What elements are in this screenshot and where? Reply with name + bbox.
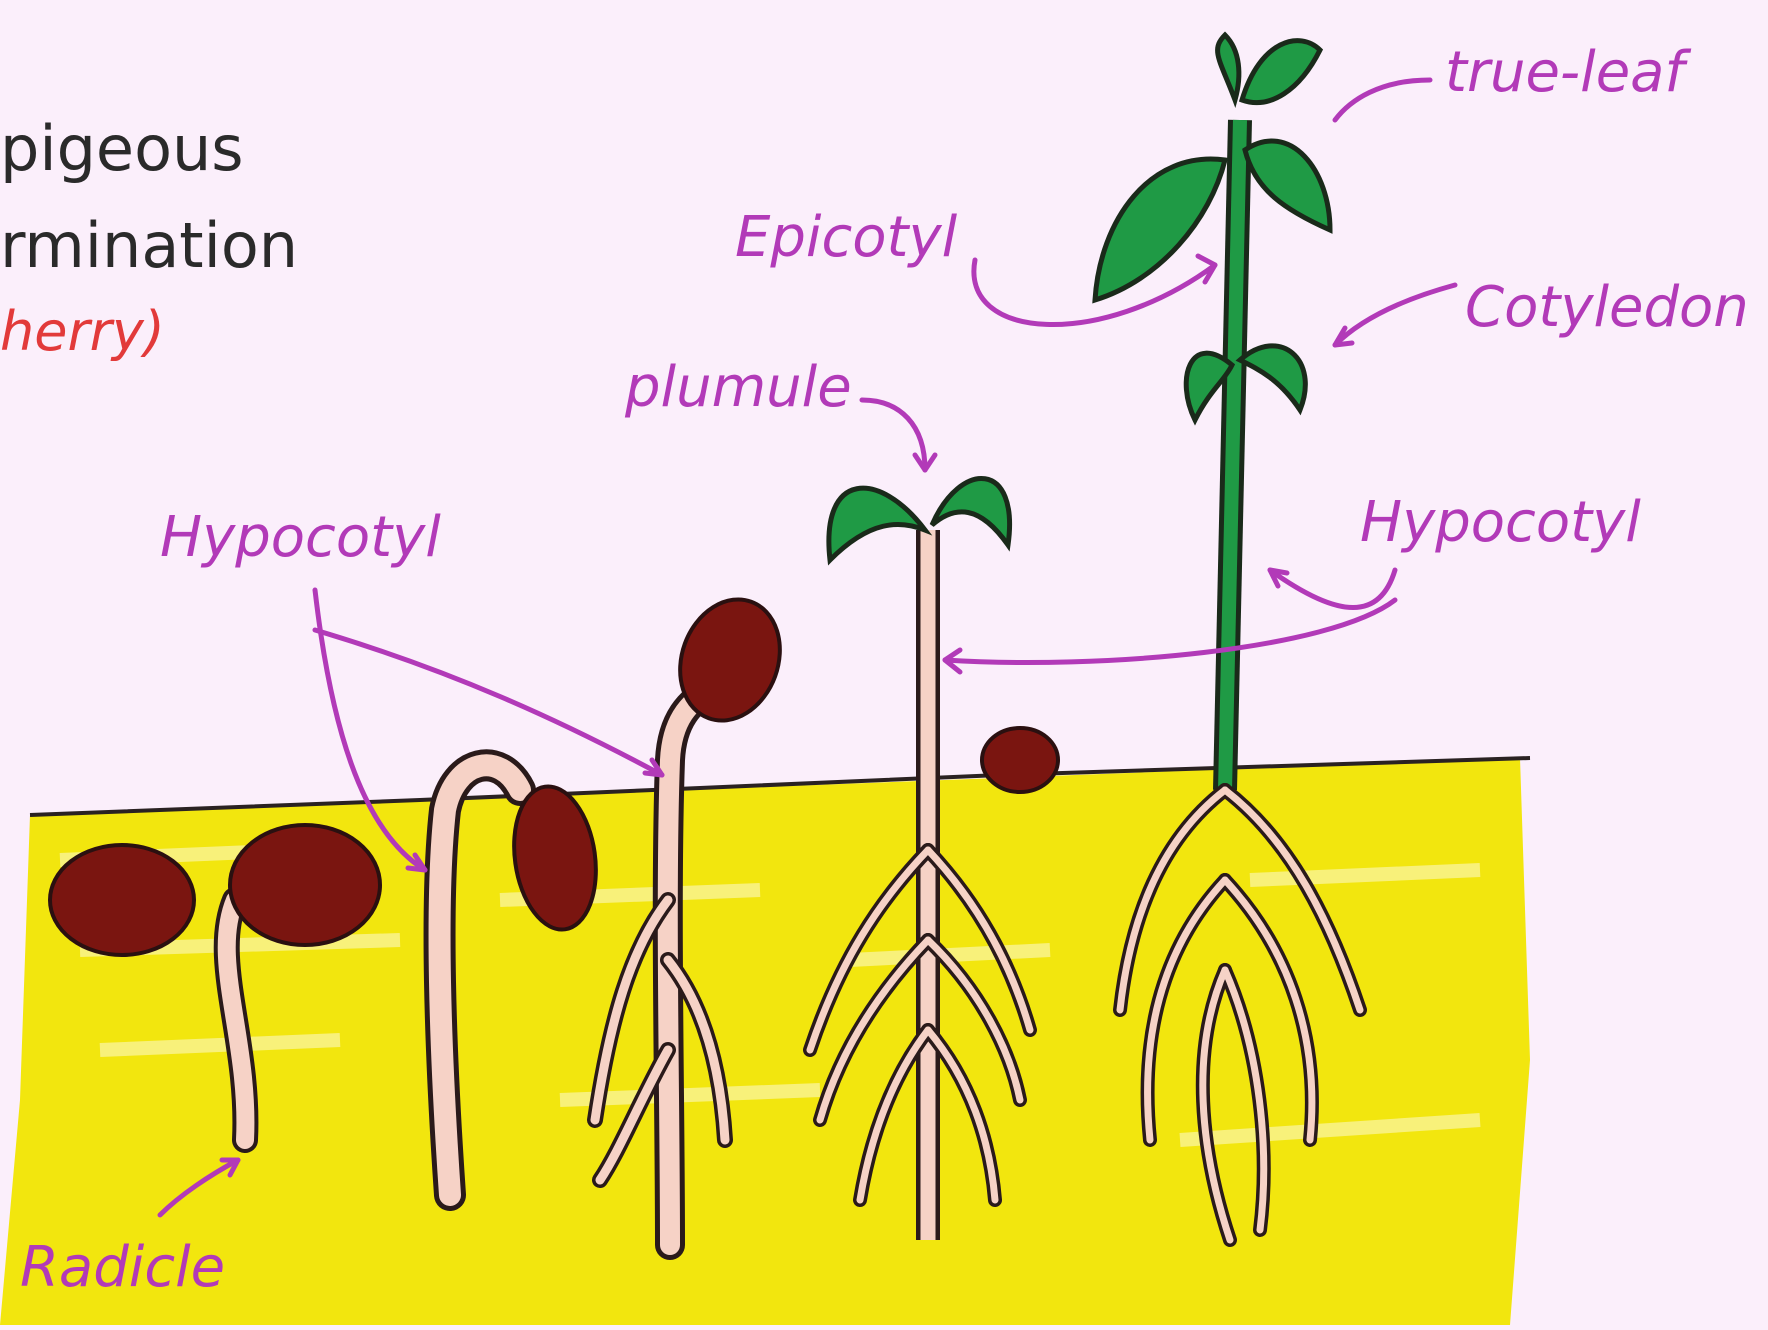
label-hypocotyl-right: Hypocotyl (1360, 495, 1641, 551)
title-line-3: herry) (0, 305, 165, 359)
seed-coat (982, 728, 1058, 792)
title-line-1: pigeous (0, 118, 244, 180)
label-radicle: Radicle (20, 1240, 225, 1296)
label-hypocotyl-left: Hypocotyl (160, 510, 441, 566)
seed-stage-1 (50, 845, 194, 955)
label-epicotyl: Epicotyl (735, 210, 957, 266)
label-plumule: plumule (625, 360, 852, 416)
label-cotyledon: Cotyledon (1465, 280, 1749, 336)
title-line-2: rmination (0, 215, 298, 277)
label-true-leaf: true-leaf (1445, 45, 1684, 101)
